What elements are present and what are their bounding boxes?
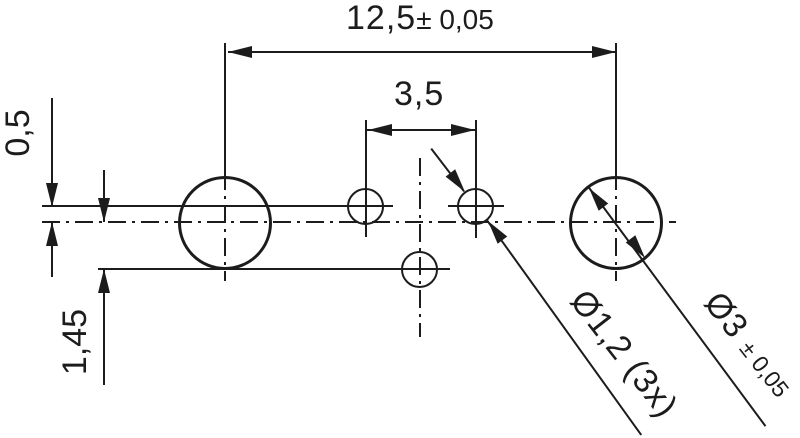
dimension-line-offset-bottom-lower: [103, 270, 105, 385]
hole-large-left: [178, 176, 272, 270]
extension-line-right: [615, 43, 617, 173]
centerline-small-hole-2: [475, 120, 477, 238]
arrowhead-offset-bottom-down: [98, 198, 110, 222]
arrowhead-offset-top-up: [46, 222, 58, 246]
dim-overall-width-value: 12,5: [346, 0, 417, 37]
hole-large-right: [569, 176, 663, 270]
arrowhead-overall-right: [592, 46, 616, 58]
large-hole-tolerance: ± 0,05: [734, 335, 795, 403]
arrowhead-offset-bottom-up: [98, 269, 110, 293]
leader-large-hole-label: Ø3 ± 0,05: [696, 284, 800, 405]
hole-small-2: [457, 188, 494, 225]
dim-offset-top-label: 0,5: [0, 109, 37, 157]
dimension-line-pitch: [367, 129, 476, 131]
row-line-bottom: [98, 268, 450, 270]
arrowhead-offset-top-down: [46, 183, 58, 207]
dim-pitch-label: 3,5: [394, 75, 445, 113]
extension-line-left: [224, 43, 226, 173]
dimension-line-offset-top-lower: [51, 223, 53, 277]
hole-small-1: [347, 188, 384, 225]
centerline-small-hole-3: [419, 158, 421, 337]
large-hole-diameter: Ø3: [696, 284, 756, 346]
arrowhead-pitch-left: [368, 124, 392, 136]
dimension-line-offset-top-upper: [51, 98, 53, 206]
dim-overall-width-tolerance: ± 0,05: [416, 4, 494, 35]
centerline-small-hole-1: [365, 120, 367, 237]
hole-small-3: [401, 251, 438, 288]
arrowhead-pitch-right: [451, 124, 475, 136]
dim-overall-width-label: 12,5± 0,05: [346, 0, 494, 39]
dimension-line-offset-bottom-upper: [103, 170, 105, 222]
dim-offset-bottom-label: 1,45: [56, 308, 94, 376]
arrowhead-overall-left: [228, 46, 252, 58]
dimension-line-overall-width: [228, 51, 617, 53]
